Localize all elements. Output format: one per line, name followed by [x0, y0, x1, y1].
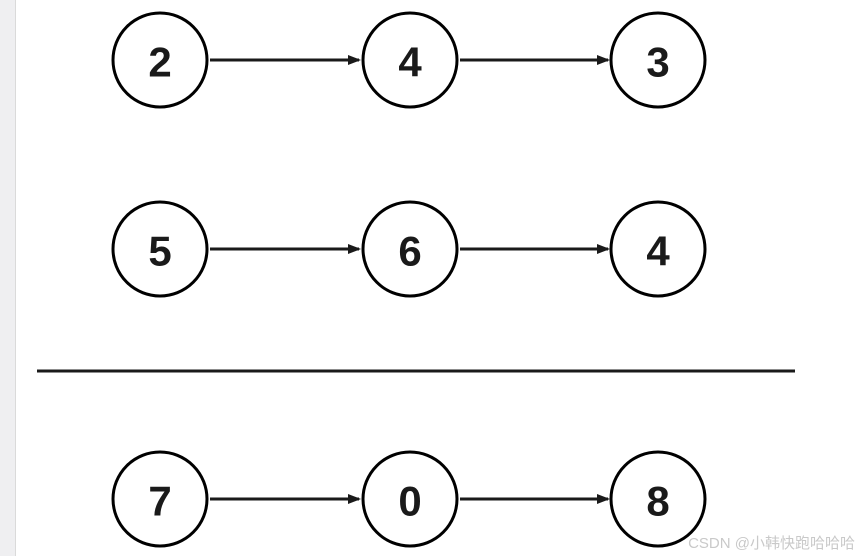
node-circle — [111, 200, 209, 298]
node-circle — [361, 11, 459, 109]
node-value: 7 — [148, 478, 171, 525]
list-node: 8 — [609, 450, 707, 548]
list-node: 4 — [361, 11, 459, 109]
list-node: 2 — [111, 11, 209, 109]
list-node: 0 — [361, 450, 459, 548]
node-value: 3 — [646, 39, 669, 86]
node-value: 5 — [148, 228, 171, 275]
list-node: 4 — [609, 200, 707, 298]
node-value: 4 — [398, 39, 422, 86]
node-circle — [111, 11, 209, 109]
list-node: 5 — [111, 200, 209, 298]
list-node: 6 — [361, 200, 459, 298]
node-circle — [111, 450, 209, 548]
list-node: 7 — [111, 450, 209, 548]
node-circle — [361, 450, 459, 548]
list-node: 3 — [609, 11, 707, 109]
linked-list-row-2: 5 6 4 — [111, 200, 707, 298]
node-value: 6 — [398, 228, 421, 275]
linked-list-row-1: 2 4 3 — [111, 11, 707, 109]
node-circle — [609, 11, 707, 109]
node-value: 0 — [398, 478, 421, 525]
node-circle — [609, 200, 707, 298]
linked-list-row-3: 7 0 8 — [111, 450, 707, 548]
node-value: 8 — [646, 478, 669, 525]
node-value: 2 — [148, 39, 171, 86]
node-value: 4 — [646, 228, 670, 275]
node-circle — [609, 450, 707, 548]
page-left-gutter — [0, 0, 16, 556]
node-circle — [361, 200, 459, 298]
